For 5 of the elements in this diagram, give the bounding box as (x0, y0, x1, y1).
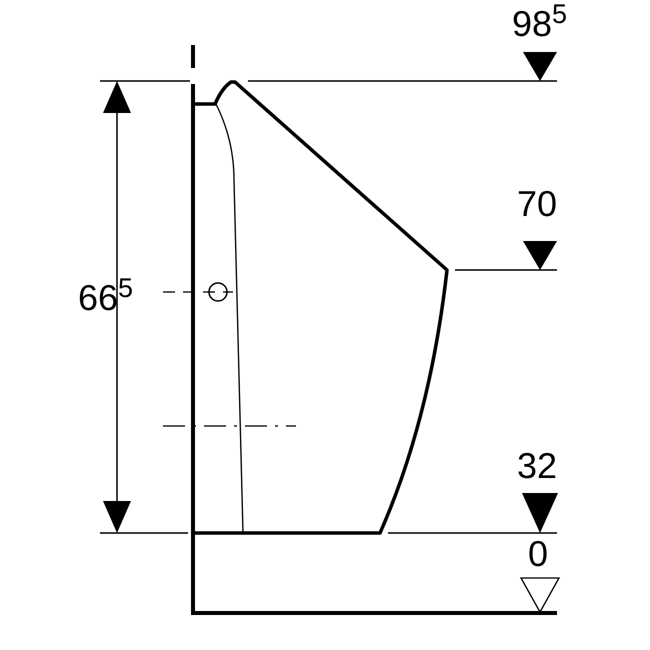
elevation-label: 0 (528, 536, 548, 572)
elevation-label: 32 (517, 448, 558, 484)
elevation-label: 98$^{5}$ (512, 6, 568, 42)
elevation-label: 70 (517, 186, 558, 222)
dimension-label: 66$^{5}$ (78, 280, 134, 316)
